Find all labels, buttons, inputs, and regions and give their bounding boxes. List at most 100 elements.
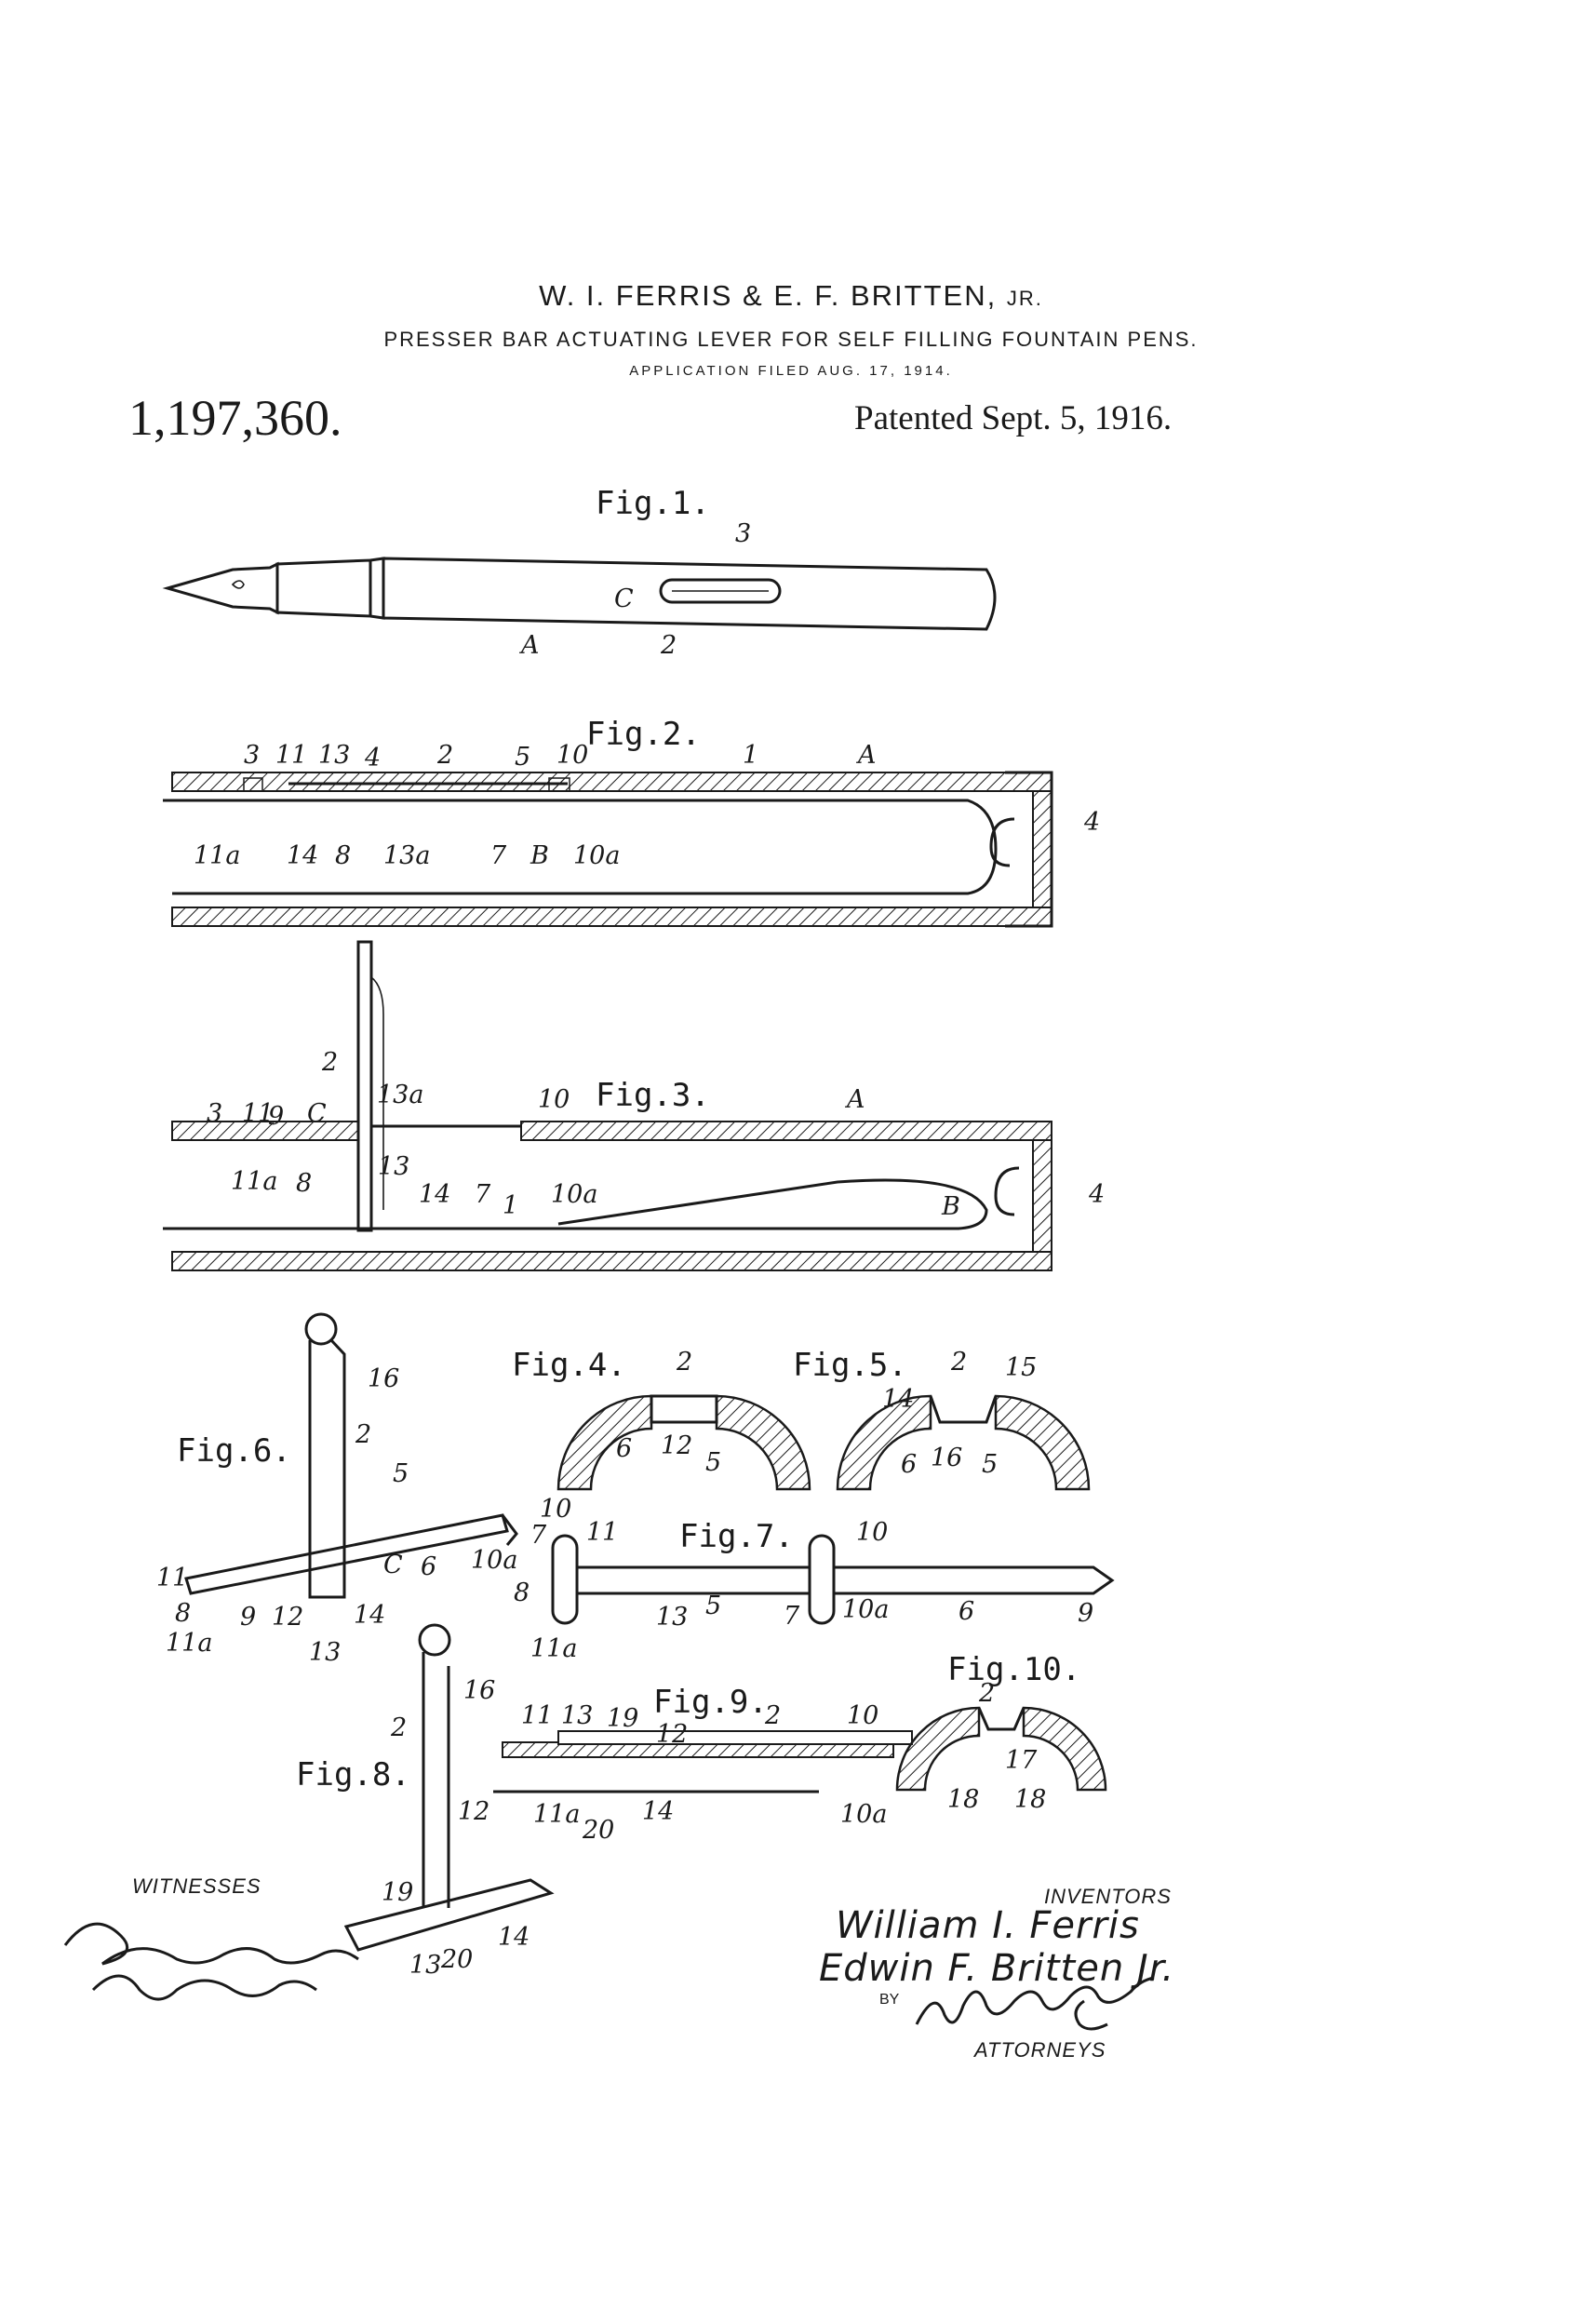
fig3-ref: 14 xyxy=(419,1180,450,1209)
fig1-ref: A xyxy=(518,631,540,660)
figure-2: Fig.2. 3 11 13 4 2 5 10 1 A 4 11a 14 8 1… xyxy=(163,716,1100,928)
fig3-ref: 7 xyxy=(475,1180,491,1209)
fig3-ref: A xyxy=(844,1085,865,1114)
inventors-label: INVENTORS xyxy=(1044,1885,1172,1908)
barrel-wall-bottom xyxy=(171,1251,1052,1271)
fig5-wall-left xyxy=(836,1394,932,1491)
fig7-bar xyxy=(577,1565,1115,1595)
by-label: BY xyxy=(879,1992,900,2008)
raised-lever xyxy=(356,940,373,1232)
fig7-ref: 10a xyxy=(842,1595,889,1624)
fig2-ref: 4 xyxy=(364,744,381,772)
lever-slot xyxy=(659,578,782,604)
fig6-lever-knob xyxy=(304,1312,338,1346)
barrel-end-wall xyxy=(1032,1139,1052,1253)
figure-10: Fig.10. 2 17 18 18 xyxy=(895,1651,1107,1814)
fig6-ref: C xyxy=(383,1551,403,1579)
fig9-label: Fig.9. xyxy=(653,1684,768,1721)
fig6-ref: 10a xyxy=(471,1546,517,1575)
fig3-ref: 2 xyxy=(321,1048,338,1077)
fig6-ref: 11a xyxy=(166,1629,212,1658)
fig8-ref: 13 xyxy=(409,1951,441,1980)
sac-clip-4 xyxy=(994,1166,1020,1216)
fig1-ref: 2 xyxy=(660,631,677,660)
fig6-ref: 6 xyxy=(421,1552,436,1581)
fig1-label: Fig.1. xyxy=(596,485,710,522)
patent-date: Patented Sept. 5, 1916. xyxy=(854,399,1173,437)
fig7-ref: 10 xyxy=(856,1518,888,1547)
inventor-signature-2: Edwin F. Britten Jr. xyxy=(819,1947,1175,1990)
fig9-ref: 10a xyxy=(840,1800,887,1829)
fig4-lever-seat xyxy=(650,1394,718,1424)
fig5-ref: 14 xyxy=(882,1385,914,1414)
fig4-ref: 2 xyxy=(676,1348,692,1377)
fig6-presser-bar xyxy=(184,1513,509,1595)
figure-3: Fig.3. 2 3 11 9 C 13a 10 A 11a 8 13 14 7… xyxy=(163,940,1105,1271)
fig3-ref: 3 xyxy=(207,1099,222,1128)
witness-signature-2 xyxy=(91,1974,317,2001)
fig10-ref: 18 xyxy=(947,1785,979,1814)
nib-breather-hole xyxy=(231,580,245,589)
fig7-ref: 13 xyxy=(656,1603,688,1632)
fig10-lever-seat xyxy=(977,1707,1026,1731)
witnesses-label: WITNESSES xyxy=(132,1874,261,1898)
figure-5: Fig.5. 2 15 14 6 16 5 xyxy=(793,1347,1091,1491)
fig7-clamp-10 xyxy=(808,1534,836,1625)
fig1-ref: 3 xyxy=(735,519,751,548)
fig2-ref: 10 xyxy=(556,741,588,770)
fig3-label: Fig.3. xyxy=(596,1077,710,1114)
fig6-ref: 2 xyxy=(355,1420,371,1449)
fig6-ref: 12 xyxy=(272,1603,303,1632)
fig2-ref: B xyxy=(530,841,549,870)
fig9-ref: 14 xyxy=(642,1797,674,1826)
fig3-ref: 11 xyxy=(242,1099,274,1128)
fig10-ref: 2 xyxy=(978,1679,995,1708)
lever-edge xyxy=(370,976,384,1210)
fig2-ref: 3 xyxy=(244,741,260,770)
patent-number: 1,197,360. xyxy=(128,390,342,446)
fig3-ref: 11a xyxy=(231,1167,277,1196)
fig9-ref: 19 xyxy=(607,1704,638,1733)
fig9-ref: 11a xyxy=(533,1800,580,1829)
fig10-wall-left xyxy=(895,1706,981,1792)
fig10-wall-right xyxy=(1022,1706,1107,1792)
fig10-label: Fig.10. xyxy=(947,1651,1080,1688)
fig9-ref: 10 xyxy=(847,1701,878,1730)
fig4-wall-left xyxy=(556,1394,653,1491)
figure-7: Fig.7. 11 10 8 13 5 7 10a 6 9 11a xyxy=(514,1518,1115,1663)
fig8-ref: 2 xyxy=(390,1713,407,1742)
fig6-ref: 9 xyxy=(240,1603,256,1632)
fig5-ref: 2 xyxy=(950,1348,967,1377)
fig1-ref: C xyxy=(614,584,634,613)
fig10-ref: 17 xyxy=(1005,1746,1038,1775)
fig5-wall-right xyxy=(994,1394,1091,1491)
fig6-label: Fig.6. xyxy=(177,1432,291,1470)
fig2-ref: 11 xyxy=(275,741,307,770)
ink-sac xyxy=(163,799,998,895)
compressed-sac xyxy=(163,1178,988,1230)
pen-section xyxy=(275,558,372,618)
inventor-signature-1: William I. Ferris xyxy=(836,1904,1140,1947)
fig2-ref: 10a xyxy=(573,841,620,870)
figure-8: Fig.8. 16 2 12 19 14 13 20 xyxy=(296,1623,555,1980)
witness-signatures xyxy=(63,1922,359,2001)
fig2-ref: 7 xyxy=(490,841,507,870)
attorney-signature xyxy=(915,1976,1155,2031)
fig2-ref: A xyxy=(855,741,877,770)
fig2-ref: 13a xyxy=(383,841,430,870)
barrel-wall-top xyxy=(171,772,1052,792)
fig7-ref: 6 xyxy=(959,1597,974,1626)
clamp-10 xyxy=(548,777,570,792)
fig2-ref: 4 xyxy=(1083,808,1100,837)
fig8-ref: 16 xyxy=(463,1676,495,1705)
fig5-label: Fig.5. xyxy=(793,1347,907,1384)
fig8-ref: 20 xyxy=(440,1945,473,1974)
fig9-ref: 20 xyxy=(582,1816,614,1845)
fig3-ref: 10a xyxy=(551,1180,597,1209)
fig8-label: Fig.8. xyxy=(296,1756,410,1793)
fig5-lever-seat xyxy=(929,1395,998,1424)
figure-6: Fig.6. 16 2 5 10 7 11 C 6 10a 8 9 12 14 … xyxy=(156,1312,571,1667)
fig7-ref: 9 xyxy=(1078,1599,1093,1628)
fig9-ref: 12 xyxy=(656,1720,688,1749)
